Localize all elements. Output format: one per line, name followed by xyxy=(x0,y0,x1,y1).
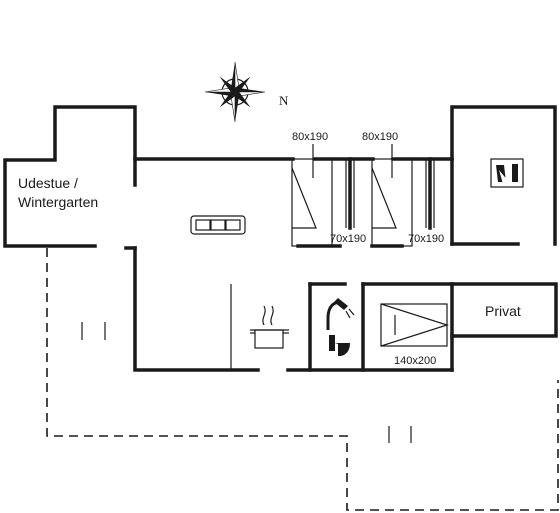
shower-icon xyxy=(326,298,355,330)
room-details xyxy=(345,159,435,228)
north-label: N xyxy=(279,93,289,108)
terrace-outline xyxy=(46,248,559,511)
bed-1-top-size: 80x190 xyxy=(292,131,328,143)
bed-2-top-size: 80x190 xyxy=(362,131,398,143)
bed-1-bottom-size: 70x190 xyxy=(330,233,366,245)
bed-1 xyxy=(291,144,333,247)
sofa-icon xyxy=(190,215,246,235)
conservatory-label: Udestue / xyxy=(18,175,78,191)
private-label: Privat xyxy=(485,303,521,319)
bed-2-bottom-size: 70x190 xyxy=(408,233,444,245)
toilet-icon xyxy=(329,335,350,356)
bed-2 xyxy=(371,144,413,247)
conservatory-label-2: Wintergarten xyxy=(18,194,98,210)
compass-rose-icon xyxy=(204,61,266,123)
sauna-icon xyxy=(490,158,524,188)
walls xyxy=(3,105,558,372)
double-bed-size: 140x200 xyxy=(394,355,436,367)
cooking-pot-icon xyxy=(250,305,289,349)
double-bed xyxy=(380,303,449,347)
terrace-markers xyxy=(81,322,412,443)
